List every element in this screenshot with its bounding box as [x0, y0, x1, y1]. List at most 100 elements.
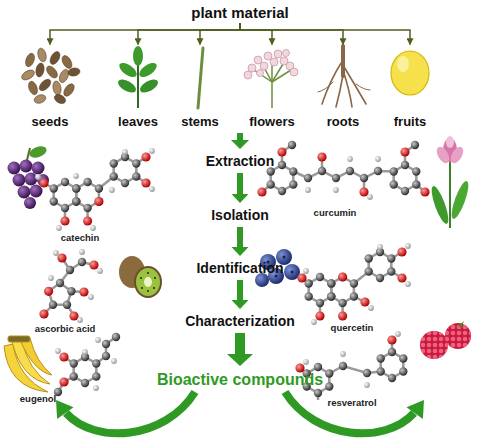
node-text: seeds: [32, 114, 69, 130]
flower-picture: [271, 82, 273, 108]
seeds-picture: [37, 77, 53, 93]
curcumin-molecule: [346, 167, 354, 175]
plant-part: roots: [312, 45, 374, 130]
raspberries-picture: [420, 321, 471, 359]
process-step: Identification: [160, 259, 320, 277]
source-heading: plant material: [170, 3, 310, 23]
flower-picture: [264, 52, 272, 60]
flow-arrow: [227, 333, 253, 366]
ascorbic-acid-molecule: [39, 309, 48, 318]
catechin-molecule: [72, 178, 103, 212]
eugenol-molecule: [82, 349, 88, 355]
quercetin-molecule: [377, 244, 383, 250]
quercetin-molecule: [311, 319, 317, 325]
curcumin-molecule: [332, 174, 340, 182]
eugenol-molecule: [70, 353, 101, 387]
eugenol-molecule: [102, 340, 110, 348]
grapes-picture: [28, 144, 48, 160]
curved-arrow: [407, 400, 425, 419]
kiwi-picture: [140, 272, 156, 292]
quercetin-molecule: [297, 243, 411, 325]
node-text: Identification: [160, 259, 320, 277]
kiwi-picture: [119, 256, 161, 297]
compound-label: catechin: [61, 232, 100, 244]
curcumin-molecule: [374, 167, 382, 175]
kiwi-picture: [147, 272, 149, 274]
compound-label: eugenol: [20, 393, 56, 405]
node-text: fruits: [394, 114, 427, 130]
seeds-picture: [35, 62, 45, 77]
catechin-molecule: [73, 173, 79, 179]
branch-arrow: [240, 23, 272, 45]
quercetin-molecule: [338, 311, 347, 320]
plant-part: leaves: [107, 45, 169, 130]
flower-picture: [244, 71, 252, 79]
quercetin-molecule: [360, 297, 369, 306]
grapes-picture: [8, 144, 50, 209]
seeds-picture: [20, 47, 81, 105]
ascorbic-acid-molecule: [88, 294, 94, 300]
flower-picture: [257, 70, 264, 77]
seeds-picture: [36, 47, 47, 63]
leaf-picture: [138, 77, 160, 96]
lemon-picture: [391, 51, 429, 95]
process-step: Extraction: [160, 152, 320, 170]
process-step: Characterization: [160, 312, 320, 330]
catechin-molecule: [44, 157, 146, 221]
grapes-picture: [8, 162, 21, 175]
ascorbic-acid-molecule: [78, 258, 86, 266]
kiwi-picture: [135, 267, 161, 297]
ascorbic-acid-molecule: [60, 262, 94, 283]
resveratrol-molecule: [395, 331, 401, 337]
root-picture: [318, 46, 370, 107]
root-picture: [336, 75, 343, 107]
quercetin-molecule: [405, 243, 411, 249]
compound-label: ascorbic acid: [35, 323, 96, 335]
quercetin-molecule: [397, 273, 406, 282]
curved-arrow: [66, 392, 195, 433]
eugenol-molecule: [93, 385, 99, 391]
curcumin-molecule: [420, 187, 429, 196]
curved-arrow: [285, 392, 414, 433]
turmeric-plant-picture: [428, 136, 471, 228]
flower-picture: [283, 50, 290, 57]
catechin-molecule: [90, 225, 96, 231]
leaf-picture: [137, 60, 159, 80]
curcumin-molecule: [390, 161, 421, 195]
flower-picture: [254, 56, 262, 64]
resveratrol-molecule: [295, 331, 407, 400]
stem-picture: [198, 48, 203, 108]
grapes-picture: [30, 185, 43, 198]
flower-picture: [274, 50, 282, 58]
quercetin-molecule: [368, 305, 374, 311]
flower-picture: [290, 68, 298, 76]
curved-arrow: [56, 392, 424, 433]
ascorbic-acid-molecule: [57, 253, 66, 262]
catechin-molecule: [110, 153, 141, 187]
resveratrol-molecule: [363, 369, 371, 377]
catechin-molecule: [149, 186, 155, 192]
ascorbic-acid-molecule: [48, 275, 54, 281]
eugenol-molecule: [59, 377, 68, 386]
catechin-molecule: [39, 178, 48, 187]
catechin-molecule: [35, 174, 41, 180]
compound-label: quercetin: [331, 322, 374, 334]
raspberries-picture: [420, 331, 448, 359]
root-picture: [318, 82, 333, 92]
curcumin-molecule: [277, 147, 286, 156]
catechin-molecule: [141, 178, 150, 187]
flower-picture: [244, 50, 298, 109]
quercetin-molecule: [303, 268, 309, 274]
seeds-picture: [48, 50, 62, 66]
seeds-picture: [53, 93, 67, 106]
curcumin-molecule: [304, 174, 312, 182]
root-picture: [356, 84, 370, 90]
raspberries-picture: [420, 331, 448, 359]
grapes-picture: [20, 160, 33, 173]
flower-picture: [260, 62, 268, 70]
turmeric-plant-picture: [449, 160, 451, 228]
flow-arrow: [231, 133, 249, 149]
quercetin-molecule: [327, 273, 358, 307]
resveratrol-molecule: [377, 348, 408, 382]
